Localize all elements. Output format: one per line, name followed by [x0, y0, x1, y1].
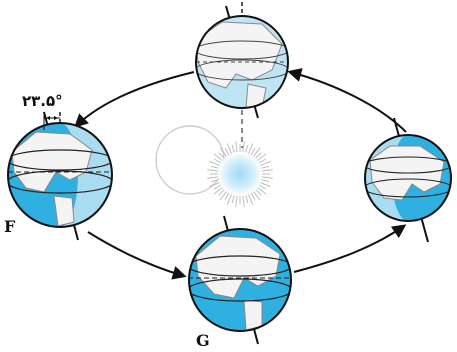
sun-ray: [246, 145, 248, 153]
sun-ray: [248, 144, 252, 154]
sun-icon: [156, 110, 273, 207]
sun-ray: [259, 185, 266, 189]
sun-ray: [260, 182, 270, 186]
sun-ray: [262, 170, 273, 171]
sun-ray: [219, 190, 225, 196]
sun-ray: [236, 141, 237, 152]
position-label-f: F: [4, 217, 16, 236]
sun-ray: [260, 161, 270, 165]
position-label-g: G: [196, 331, 210, 350]
sun-ray: [248, 194, 252, 204]
orbit-arrow-left-to-bottom: [88, 232, 184, 276]
sun-ray: [214, 185, 221, 189]
sun-ray: [261, 166, 269, 168]
sun-ray: [232, 145, 234, 153]
sun-ray: [243, 141, 244, 152]
sun-ray: [225, 148, 229, 155]
sun-ray: [262, 177, 273, 178]
sun-ray: [232, 195, 234, 203]
sun-ray: [256, 153, 262, 159]
globe-icon-f: [7, 112, 113, 240]
sun-ray: [225, 193, 229, 200]
sun-ray: [251, 193, 255, 200]
sun-ray: [227, 194, 231, 204]
sun-ray: [251, 148, 255, 155]
sun-ray: [243, 196, 244, 207]
globe-icon-top: [195, 2, 289, 118]
globe-icon-right: [364, 118, 452, 242]
globe-icon-g: [188, 216, 292, 344]
orbit-arrow-bottom-to-right: [294, 226, 404, 272]
orbit-arrow-right-to-top: [290, 72, 406, 132]
sun-ray: [227, 144, 231, 154]
sun-ray: [261, 180, 269, 182]
tilt-angle-label: ۲۳.۵°: [22, 92, 63, 110]
orbit-arrow-top-to-left: [76, 72, 194, 126]
sun-ray: [236, 196, 237, 207]
sun-ray: [259, 159, 266, 163]
sun-ray: [256, 190, 262, 196]
sun-ray: [246, 195, 248, 203]
